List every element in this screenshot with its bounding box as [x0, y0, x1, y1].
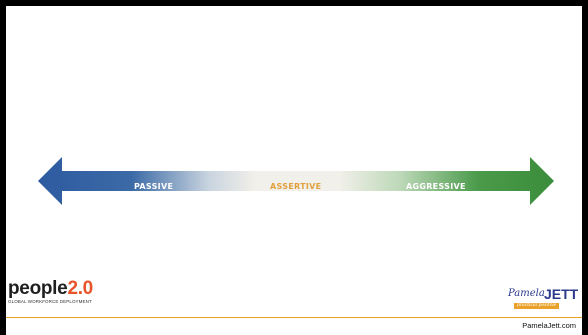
label-aggressive: AGGRESSIVE: [406, 182, 466, 191]
pamela-jett-logo: Pamela JETT practical positive: [508, 286, 582, 316]
slide: PASSIVE ASSERTIVE AGGRESSIVE people2.0 G…: [6, 6, 582, 317]
people-logo: people2.0 GLOBAL WORKFORCE DEPLOYMENT: [8, 279, 93, 304]
people-logo-number: 2.0: [67, 278, 93, 299]
footer-divider: [6, 317, 582, 318]
jett-logo-main: JETT: [544, 286, 579, 302]
jett-logo-script: Pamela: [508, 288, 545, 299]
spectrum-arrow-shape: [38, 157, 554, 205]
label-passive: PASSIVE: [134, 182, 174, 191]
people-logo-word: people: [8, 278, 68, 299]
behavior-spectrum-arrow: [38, 157, 554, 205]
people-logo-tagline: GLOBAL WORKFORCE DEPLOYMENT: [8, 299, 92, 304]
footer-url: PamelaJett.com: [522, 321, 576, 330]
jett-logo-tagline: practical positive: [514, 303, 560, 309]
label-assertive: ASSERTIVE: [270, 182, 322, 191]
footer-bar: PamelaJett.com: [6, 318, 582, 335]
